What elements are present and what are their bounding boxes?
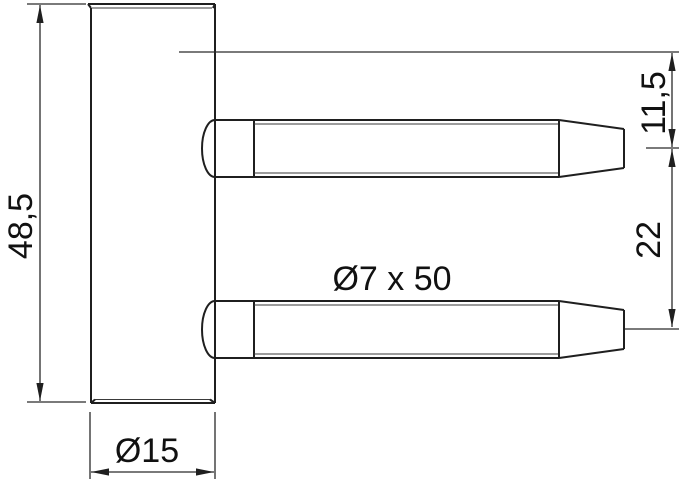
pin-upper-taper	[558, 119, 625, 130]
dimension-body-diameter-label: Ø15	[115, 432, 179, 470]
dimension-pin-spacing: 22	[625, 149, 679, 330]
pin-lower-round-cap	[201, 300, 216, 359]
hinge-body	[87, 3, 216, 404]
pin-lower-taper	[558, 300, 625, 311]
dimension-height: 48,5	[2, 3, 86, 403]
pin-lower	[201, 300, 625, 359]
arrowhead-right	[196, 468, 214, 476]
arrowhead-up	[36, 5, 44, 23]
pin-upper-round-cap	[201, 119, 216, 178]
arrowhead-left	[91, 468, 109, 476]
arrowhead-down	[668, 309, 676, 327]
dimension-pin-spacing-label: 22	[630, 221, 668, 259]
pin-spec-label: Ø7 x 50	[332, 260, 451, 298]
arrowhead-up	[668, 53, 676, 71]
dimension-body-diameter: Ø15	[89, 412, 216, 479]
dimension-offset-top-label: 11,5	[635, 71, 673, 135]
pin-upper	[201, 119, 625, 178]
arrowhead-down	[36, 383, 44, 401]
dimension-height-label: 48,5	[2, 193, 40, 259]
arrowhead-up	[668, 149, 676, 167]
arrowhead-down	[668, 129, 676, 147]
dimension-offset-top: 11,5	[635, 53, 679, 149]
